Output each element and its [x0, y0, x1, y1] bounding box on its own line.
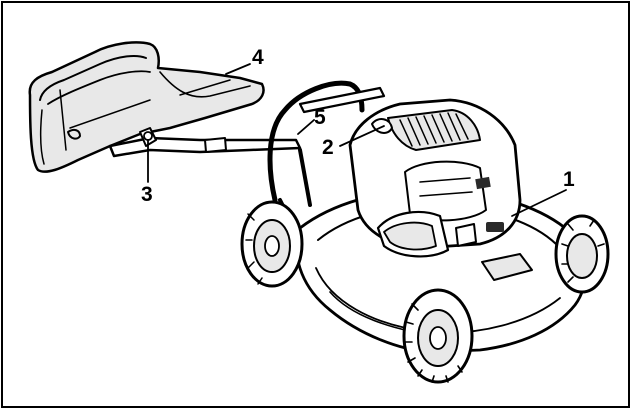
callout-label-5: 5: [314, 106, 326, 129]
callout-label-2: 2: [322, 136, 334, 159]
rear-wheel-left: [240, 200, 304, 288]
leader-line-4: [225, 63, 251, 75]
leader-line-5: [297, 119, 315, 135]
handle-assembly: [108, 80, 386, 242]
callout-label-3: 3: [141, 183, 153, 206]
callout-label-1: 1: [563, 168, 575, 191]
front-wheel-left: [402, 288, 474, 384]
leader-line-1: [511, 189, 567, 217]
leader-line-2: [339, 125, 385, 147]
engine: [348, 98, 522, 258]
engine-fins: [399, 112, 469, 147]
leader-lines: [147, 63, 567, 217]
callout-label-4: 4: [252, 46, 264, 69]
grass-catcher-bag: [28, 41, 265, 173]
front-wheel-right: [554, 214, 610, 294]
